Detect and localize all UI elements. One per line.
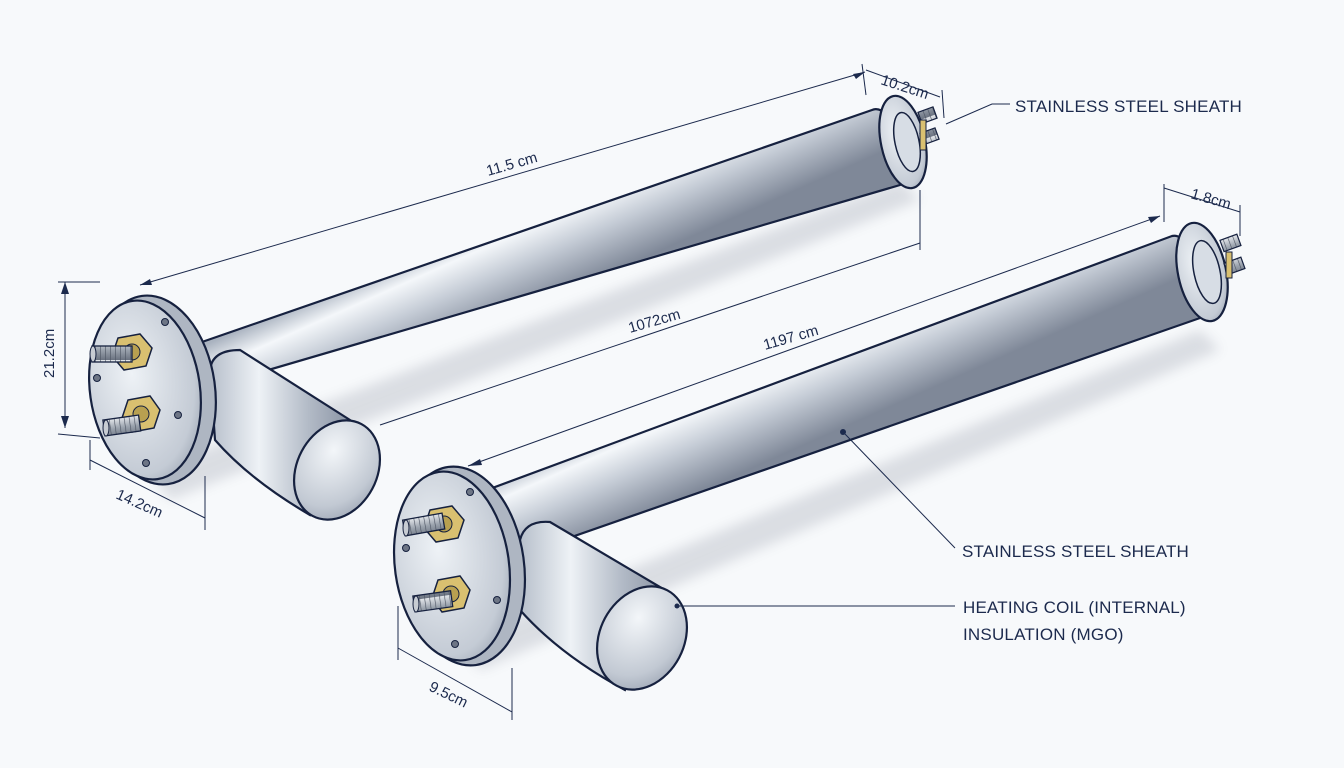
- flange-hole: [161, 318, 169, 326]
- label-heating-coil: HEATING COIL (INTERNAL): [963, 598, 1186, 617]
- top-elbow-cap: [292, 419, 382, 521]
- flange-hole: [174, 411, 182, 419]
- flange-hole: [493, 596, 501, 604]
- dimension-lines: [57, 63, 1241, 720]
- top-left-terminal-lower: [102, 395, 161, 437]
- label-insulation: INSULATION (MGO): [963, 625, 1124, 644]
- top-right-flange-face: [892, 111, 922, 173]
- flange-hole: [93, 374, 101, 382]
- bottom-right-terminals: [1219, 233, 1246, 279]
- bottom-left-terminal-upper: [401, 505, 465, 543]
- bottom-right-flange-face: [1191, 239, 1223, 305]
- bottom-left-terminal-lower: [412, 575, 471, 613]
- flange-hole: [451, 640, 459, 648]
- top-right-terminals: [917, 106, 940, 151]
- flange-hole: [402, 544, 410, 552]
- label-sheath-middle: STAINLESS STEEL SHEATH: [962, 542, 1189, 561]
- leader-lines: [674, 103, 1010, 609]
- dim-left-width: 14.2cm: [113, 486, 165, 522]
- bottom-heater: [392, 221, 1246, 692]
- flange-hole: [466, 488, 474, 496]
- dim-bottom-left-width: 9.5cm: [426, 678, 470, 711]
- top-left-terminal-upper: [89, 333, 153, 371]
- top-heater: [88, 94, 940, 521]
- flange-hole: [142, 459, 150, 467]
- dim-left-height: 21.2cm: [41, 329, 58, 378]
- label-sheath-top: STAINLESS STEEL SHEATH: [1015, 97, 1242, 116]
- bottom-elbow-cap: [595, 585, 689, 691]
- sheath-point: [840, 429, 846, 435]
- dim-bottom-flange-width: 1.8cm: [1189, 186, 1233, 214]
